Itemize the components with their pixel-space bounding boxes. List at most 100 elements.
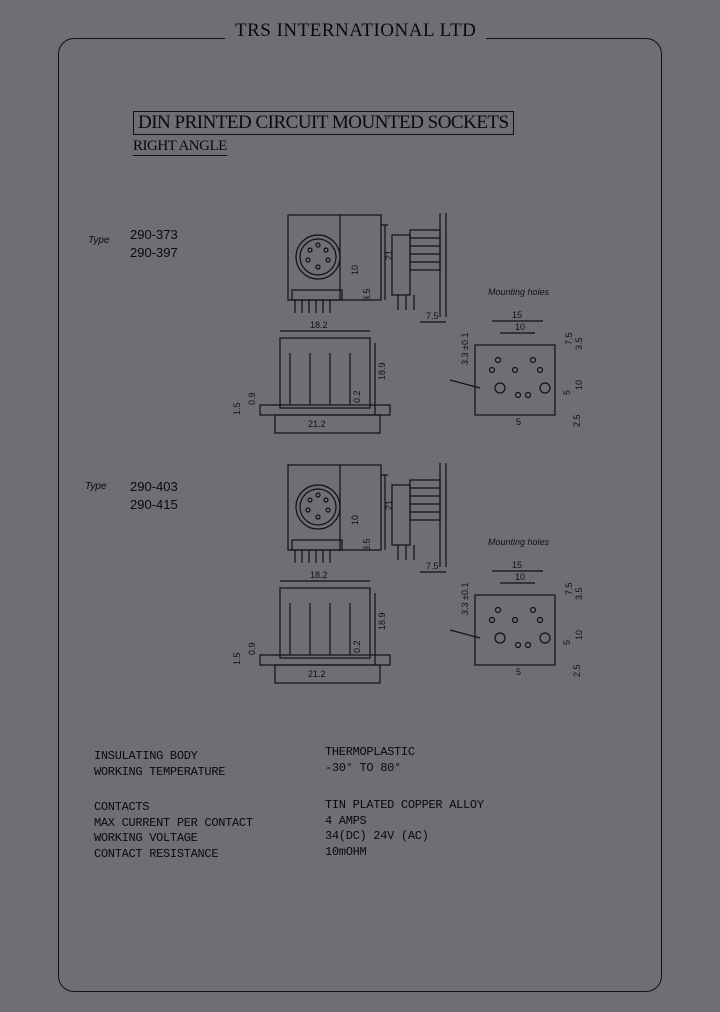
pin-hole — [315, 242, 321, 248]
spec-label: CONTACT RESISTANCE — [94, 846, 219, 861]
specs-group-2-labels: CONTACTS MAX CURRENT PER CONTACT WORKING… — [94, 800, 253, 862]
document-title: DIN PRINTED CIRCUIT MOUNTED SOCKETS — [133, 111, 514, 135]
bottom-view-body — [279, 337, 371, 409]
pin-hole — [315, 492, 321, 498]
dim-front-height: 21 — [384, 250, 394, 260]
dim-mh-r2: 3.5 — [574, 337, 584, 350]
bottom-view-flange — [274, 664, 381, 684]
dim-mh-bottom: 5 — [516, 417, 521, 427]
dim-mh-r1: 7.5 — [564, 582, 574, 595]
technical-drawing-1: 21103.57.518.218.90.91.50.221.2Mounting … — [232, 213, 584, 434]
spec-value: 34(DC) 24V (AC) — [325, 829, 429, 843]
spec-label: CONTACTS — [94, 800, 150, 814]
pin-hole — [323, 497, 329, 503]
dim-bottom-left1: 0.9 — [247, 642, 257, 655]
mounting-hole — [539, 632, 551, 644]
dim-mh-r3: 10 — [574, 630, 584, 640]
dim-mh-outer: 15 — [512, 560, 522, 570]
bottom-view-flange — [274, 414, 381, 434]
dim-side-depth: 7.5 — [426, 561, 439, 571]
specs-group-1-labels: INSULATING BODY WORKING TEMPERATURE — [94, 749, 225, 780]
mounting-hole — [488, 616, 496, 624]
dim-bottom-left2: 1.5 — [232, 652, 242, 665]
mounting-hole — [524, 391, 532, 399]
spec-label: INSULATING BODY — [94, 749, 198, 763]
din-socket-inner — [299, 488, 337, 526]
dim-mh-r4: 5 — [562, 640, 572, 645]
mounting-hole — [536, 616, 544, 624]
dim-front-base: 3.5 — [362, 288, 372, 301]
din-socket-circle — [295, 484, 341, 530]
dim-mh-r1: 7.5 — [564, 332, 574, 345]
spec-label: WORKING VOLTAGE — [94, 831, 198, 845]
pin-hole — [323, 247, 329, 253]
pin-hole — [305, 257, 311, 263]
mounting-hole — [524, 641, 532, 649]
dim-bottom-base: 21.2 — [308, 419, 326, 429]
pin-hole — [325, 507, 331, 513]
mounting-hole — [511, 366, 519, 374]
mounting-hole — [494, 382, 506, 394]
dim-bottom-width: 18.2 — [310, 320, 328, 330]
dim-bottom-right: 0.2 — [352, 640, 362, 653]
spec-value: 4 AMPS — [325, 813, 367, 828]
mounting-holes-label: Mounting holes — [488, 537, 550, 547]
dim-mh-r2: 3.5 — [574, 587, 584, 600]
dim-side-depth: 7.5 — [426, 311, 439, 321]
mounting-hole — [514, 641, 522, 649]
type-label-2: Type — [85, 481, 107, 492]
dim-front-height: 21 — [384, 500, 394, 510]
dim-bottom-height: 18.9 — [377, 362, 387, 380]
pin-hole — [307, 247, 313, 253]
mounting-holes-outline — [474, 344, 556, 416]
dim-mh-r5: 2.5 — [572, 414, 582, 427]
spec-value: -30° TO 80° — [325, 760, 401, 775]
technical-drawing-2: 21103.57.518.218.90.91.50.221.2Mounting … — [232, 463, 584, 684]
din-socket-circle — [295, 234, 341, 280]
mounting-holes-outline — [474, 594, 556, 666]
front-view-body — [287, 464, 382, 551]
mounting-hole — [536, 366, 544, 374]
pin-hole — [315, 264, 321, 270]
dim-mh-left: 3.3 ±0.1 — [460, 583, 470, 615]
side-view-contacts — [409, 229, 441, 271]
part-numbers-1: 290-373 290-397 — [130, 226, 178, 262]
part-number: 290-373 — [130, 227, 178, 242]
dim-front-inner: 10 — [350, 515, 360, 525]
part-number: 290-403 — [130, 479, 178, 494]
pointer-line — [449, 379, 481, 389]
mounting-holes-label: Mounting holes — [488, 287, 550, 297]
dim-bottom-height: 18.9 — [377, 612, 387, 630]
spec-value: TIN PLATED COPPER ALLOY — [325, 798, 484, 812]
company-name: TRS INTERNATIONAL LTD — [225, 20, 487, 42]
dim-mh-r5: 2.5 — [572, 664, 582, 677]
dim-mh-inner: 10 — [515, 572, 525, 582]
pin-hole — [325, 257, 331, 263]
part-numbers-2: 290-403 290-415 — [130, 478, 178, 514]
front-view-base — [291, 539, 343, 551]
mounting-hole — [511, 616, 519, 624]
spec-label: WORKING TEMPERATURE — [94, 764, 226, 779]
dim-mh-inner: 10 — [515, 322, 525, 332]
mounting-hole — [494, 356, 502, 364]
mounting-hole — [494, 606, 502, 614]
dim-bottom-left2: 1.5 — [232, 402, 242, 415]
side-view-contacts — [409, 479, 441, 521]
dim-front-base: 3.5 — [362, 538, 372, 551]
dim-mh-left: 3.3 ±0.1 — [460, 333, 470, 365]
din-socket-inner — [299, 238, 337, 276]
type-label-1: Type — [88, 235, 110, 246]
mounting-hole — [494, 632, 506, 644]
dim-front-inner: 10 — [350, 265, 360, 275]
side-view-body — [391, 484, 411, 546]
mounting-hole — [529, 606, 537, 614]
spec-label: MAX CURRENT PER CONTACT — [94, 815, 253, 830]
side-view-body — [391, 234, 411, 296]
specs-group-2-values: TIN PLATED COPPER ALLOY 4 AMPS 34(DC) 24… — [325, 798, 484, 860]
spec-value: THERMOPLASTIC — [325, 745, 415, 759]
mounting-hole — [514, 391, 522, 399]
document-subtitle: RIGHT ANGLE — [133, 138, 227, 156]
dim-mh-outer: 15 — [512, 310, 522, 320]
mounting-hole — [529, 356, 537, 364]
part-number: 290-415 — [130, 497, 178, 512]
